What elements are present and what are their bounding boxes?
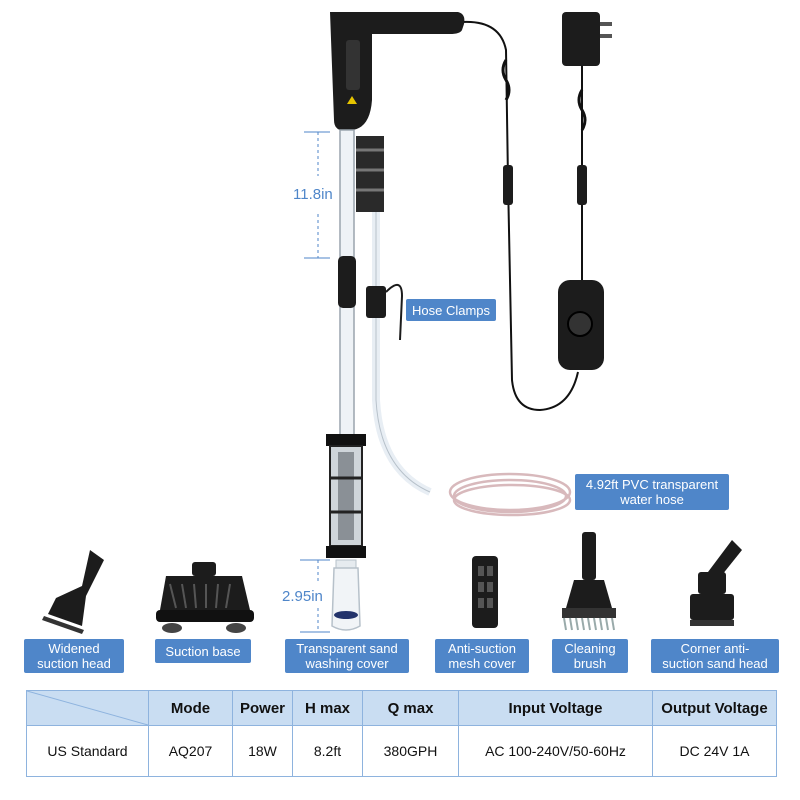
tube-connector — [338, 256, 356, 308]
spec-table: Mode Power H max Q max Input Voltage Out… — [26, 690, 777, 777]
table-row: US Standard AQ207 18W 8.2ft 380GPH AC 10… — [26, 725, 777, 777]
spec-cell-mode: AQ207 — [148, 725, 233, 777]
diagonal-divider — [27, 691, 148, 725]
accessory-label-suction-base: Suction base — [155, 639, 251, 663]
spec-cell-input-voltage: AC 100-240V/50-60Hz — [458, 725, 653, 777]
cord-coil-right — [577, 89, 587, 131]
spec-cell-hmax: 8.2ft — [292, 725, 363, 777]
water-hose — [375, 212, 431, 493]
accessory-label-sand-washing-cover: Transparent sand washing cover — [285, 639, 409, 673]
dimmer-controller-icon — [558, 280, 604, 370]
corner-sand-head-icon — [690, 540, 742, 626]
spec-cell-output-voltage: DC 24V 1A — [652, 725, 777, 777]
spec-header-qmax: Q max — [362, 690, 459, 726]
upper-filter-icon — [356, 136, 384, 212]
suction-base-icon — [156, 562, 254, 633]
accessory-label-cleaning-brush: Cleaning brush — [552, 639, 628, 673]
handle-icon — [330, 12, 465, 130]
hose-clamps-label: Hose Clamps — [406, 299, 496, 321]
spec-table-header-row: Mode Power H max Q max Input Voltage Out… — [26, 690, 777, 726]
spec-header-output-voltage: Output Voltage — [652, 690, 777, 726]
spec-header-corner — [26, 690, 149, 726]
dimension-lower-text: 2.95in — [282, 588, 323, 605]
cord-connector-left — [503, 165, 513, 205]
cord-coil-left — [501, 59, 511, 101]
sand-washing-cover-icon — [331, 559, 361, 631]
widened-suction-head-icon — [42, 550, 104, 634]
dimension-line-upper — [304, 131, 330, 259]
spec-cell-qmax: 380GPH — [362, 725, 459, 777]
water-hose-label: 4.92ft PVC transparent water hose — [575, 474, 729, 510]
spec-cell-standard: US Standard — [26, 725, 149, 777]
power-cord — [461, 20, 579, 412]
spec-header-mode: Mode — [148, 690, 233, 726]
hose-clamp-icon — [366, 284, 404, 341]
accessory-label-mesh-cover: Anti-suction mesh cover — [435, 639, 529, 673]
spec-header-input-voltage: Input Voltage — [458, 690, 653, 726]
spec-header-power: Power — [232, 690, 293, 726]
cleaning-brush-icon — [562, 532, 616, 631]
spec-header-hmax: H max — [292, 690, 363, 726]
power-adapter-icon — [562, 12, 612, 66]
mesh-cover-icon — [472, 556, 498, 628]
hose-coil — [448, 472, 572, 517]
dimension-upper-text: 11.8in — [293, 186, 333, 203]
accessory-label-widened-suction-head: Widened suction head — [24, 639, 124, 673]
spec-cell-power: 18W — [232, 725, 293, 777]
cord-connector-right — [577, 165, 587, 205]
accessory-label-corner-sand-head: Corner anti- suction sand head — [651, 639, 779, 673]
lower-filter-icon — [326, 434, 366, 558]
dimension-line-lower — [300, 559, 330, 633]
